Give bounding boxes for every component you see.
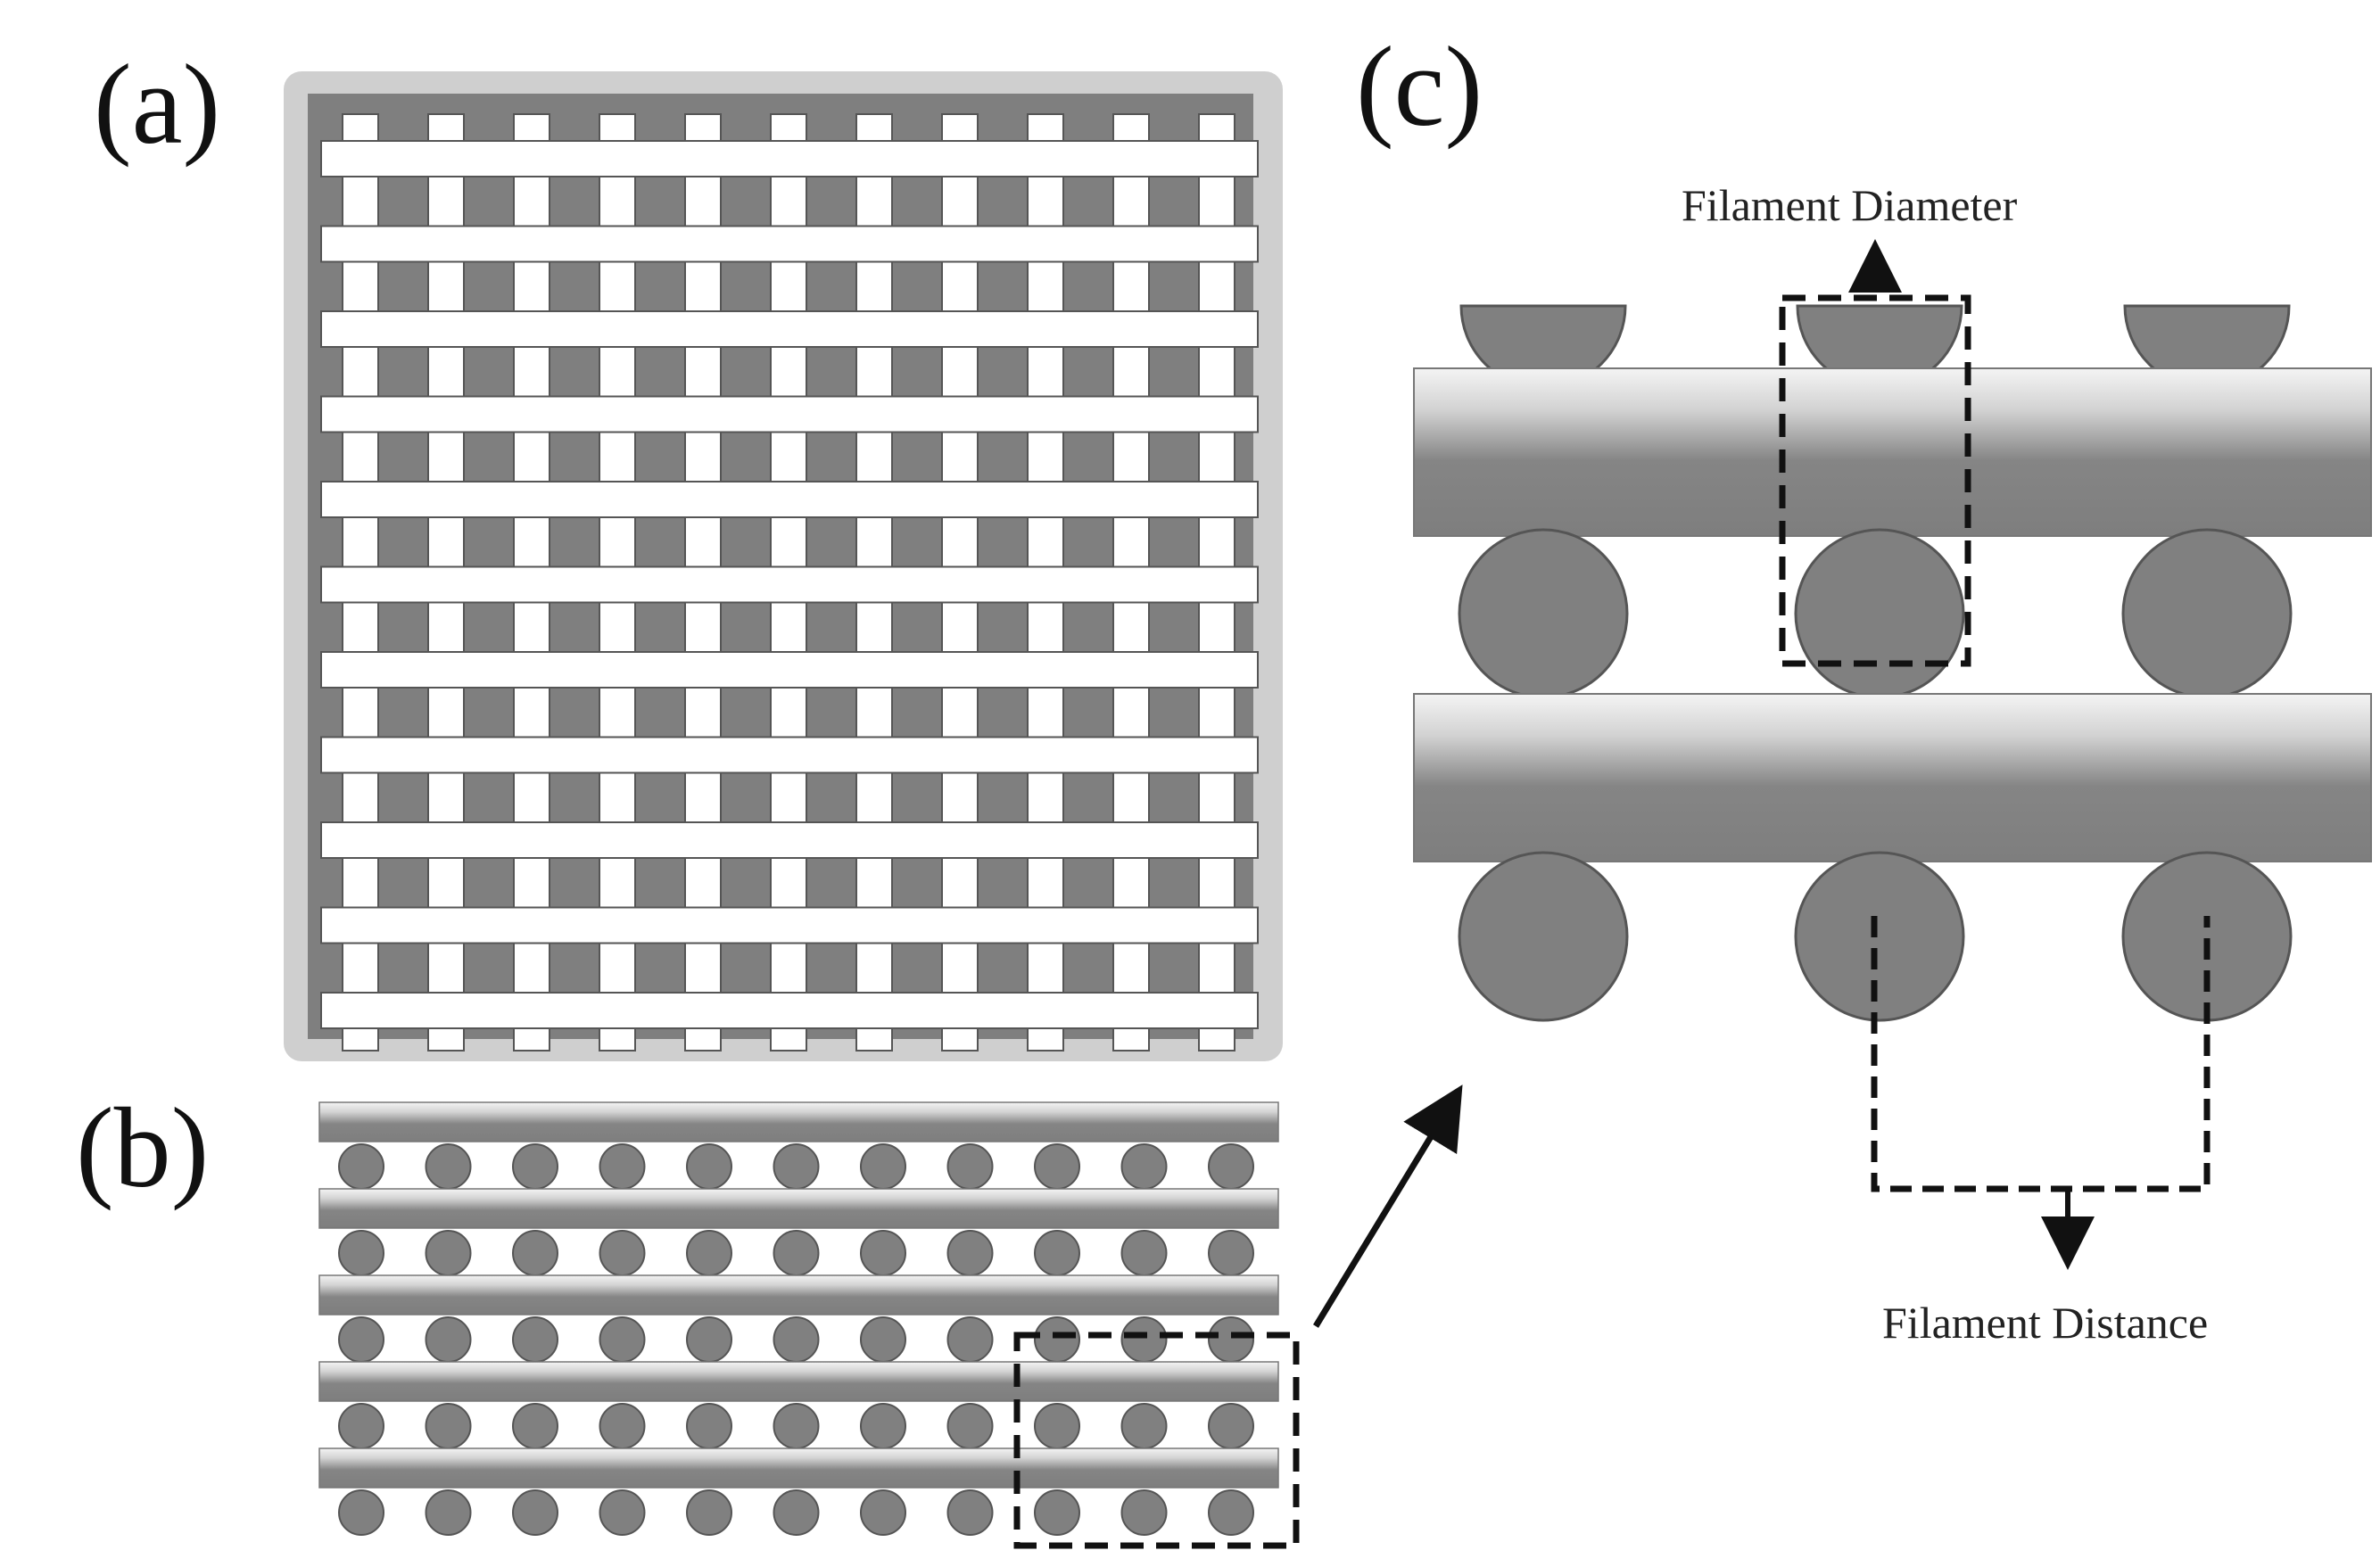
panel-b-side-view (318, 1085, 1463, 1549)
a-horizontal-filament (320, 821, 1259, 859)
circle-r1-2 (1794, 528, 1965, 699)
b-circle (946, 1489, 994, 1536)
b-circle (512, 1489, 558, 1536)
circle-r2-2 (1794, 851, 1965, 1022)
panel-b-selection-box (1013, 1332, 1300, 1549)
b-circle (1034, 1230, 1080, 1276)
b-circle (1208, 1316, 1254, 1363)
b-circle (512, 1403, 558, 1449)
b-circle (599, 1230, 646, 1276)
panel-c-detail-view: Filament Diameter Filament Distance (1413, 180, 2372, 1348)
b-circle (425, 1230, 472, 1276)
b-circle (425, 1316, 472, 1363)
b-circle (860, 1403, 906, 1449)
b-circle (1120, 1403, 1168, 1449)
b-circle (338, 1230, 384, 1276)
b-circle (599, 1316, 646, 1363)
b-circle (773, 1489, 820, 1536)
panel-a-top-view (284, 71, 1283, 1061)
rod-2 (1413, 693, 2372, 862)
b-circle (1034, 1403, 1080, 1449)
b-circle (1208, 1230, 1254, 1276)
b-circle (425, 1143, 472, 1190)
circle-r2-1 (1458, 851, 1629, 1022)
b-circle (773, 1403, 820, 1449)
panel-label-b: (b) (76, 1085, 209, 1211)
filament-distance-bracket (1871, 916, 2211, 1192)
a-horizontal-filament (320, 736, 1259, 774)
b-circle (1120, 1489, 1168, 1536)
filament-diameter-box (1779, 294, 1971, 667)
b-circle (512, 1143, 558, 1190)
b-circle (1208, 1403, 1254, 1449)
b-circle (425, 1403, 472, 1449)
b-circle (860, 1489, 906, 1536)
b-rod (318, 1447, 1279, 1489)
a-horizontal-filament (320, 481, 1259, 518)
b-circle (860, 1230, 906, 1276)
b-circle (599, 1489, 646, 1536)
rod-1 (1413, 367, 2372, 537)
b-circle (338, 1403, 384, 1449)
b-circle (946, 1143, 994, 1190)
b-circle (1120, 1316, 1168, 1363)
b-circle (1034, 1489, 1080, 1536)
circle-r1-3 (2121, 528, 2293, 699)
b-circle (946, 1230, 994, 1276)
filament-diameter-label: Filament Diameter (1682, 180, 2018, 230)
panel-label-c: (c) (1356, 23, 1483, 150)
a-horizontal-filament (320, 225, 1259, 263)
b-circle (773, 1143, 820, 1190)
b-circle (338, 1489, 384, 1536)
b-circle (773, 1316, 820, 1363)
b-circle (338, 1143, 384, 1190)
b-circle (686, 1316, 732, 1363)
a-horizontal-filament (320, 906, 1259, 944)
b-circle (860, 1316, 906, 1363)
a-horizontal-filament (320, 395, 1259, 433)
b-circle (686, 1403, 732, 1449)
b-circle (1120, 1230, 1168, 1276)
circle-r1-1 (1458, 528, 1629, 699)
filament-distance-label: Filament Distance (1882, 1298, 2208, 1348)
a-horizontal-filament (320, 651, 1259, 689)
a-horizontal-filament (320, 310, 1259, 348)
b-circle (425, 1489, 472, 1536)
b-circle (686, 1489, 732, 1536)
circle-r2-3 (2121, 851, 2293, 1022)
b-circle (599, 1143, 646, 1190)
a-horizontal-filament (320, 140, 1259, 177)
b-circle (512, 1316, 558, 1363)
b-circle (946, 1316, 994, 1363)
panel-label-a: (a) (94, 41, 220, 168)
b-circle (1034, 1143, 1080, 1190)
b-circle (512, 1230, 558, 1276)
b-rod (318, 1361, 1279, 1402)
b-rod (318, 1274, 1279, 1315)
b-circle (1208, 1143, 1254, 1190)
b-rod (318, 1188, 1279, 1229)
b-rod (318, 1101, 1279, 1142)
b-circle (686, 1143, 732, 1190)
panel-b-layers (318, 1101, 1279, 1536)
b-circle (1208, 1489, 1254, 1536)
b-circle (860, 1143, 906, 1190)
panel-a-horizontal-filaments (320, 140, 1259, 1029)
b-circle (946, 1403, 994, 1449)
b-circle (1120, 1143, 1168, 1190)
a-horizontal-filament (320, 565, 1259, 604)
b-circle (338, 1316, 384, 1363)
b-circle (1034, 1316, 1080, 1363)
zoom-arrow (1313, 1085, 1463, 1328)
b-circle (599, 1403, 646, 1449)
a-horizontal-filament (320, 992, 1259, 1029)
b-circle (686, 1230, 732, 1276)
b-circle (773, 1230, 820, 1276)
